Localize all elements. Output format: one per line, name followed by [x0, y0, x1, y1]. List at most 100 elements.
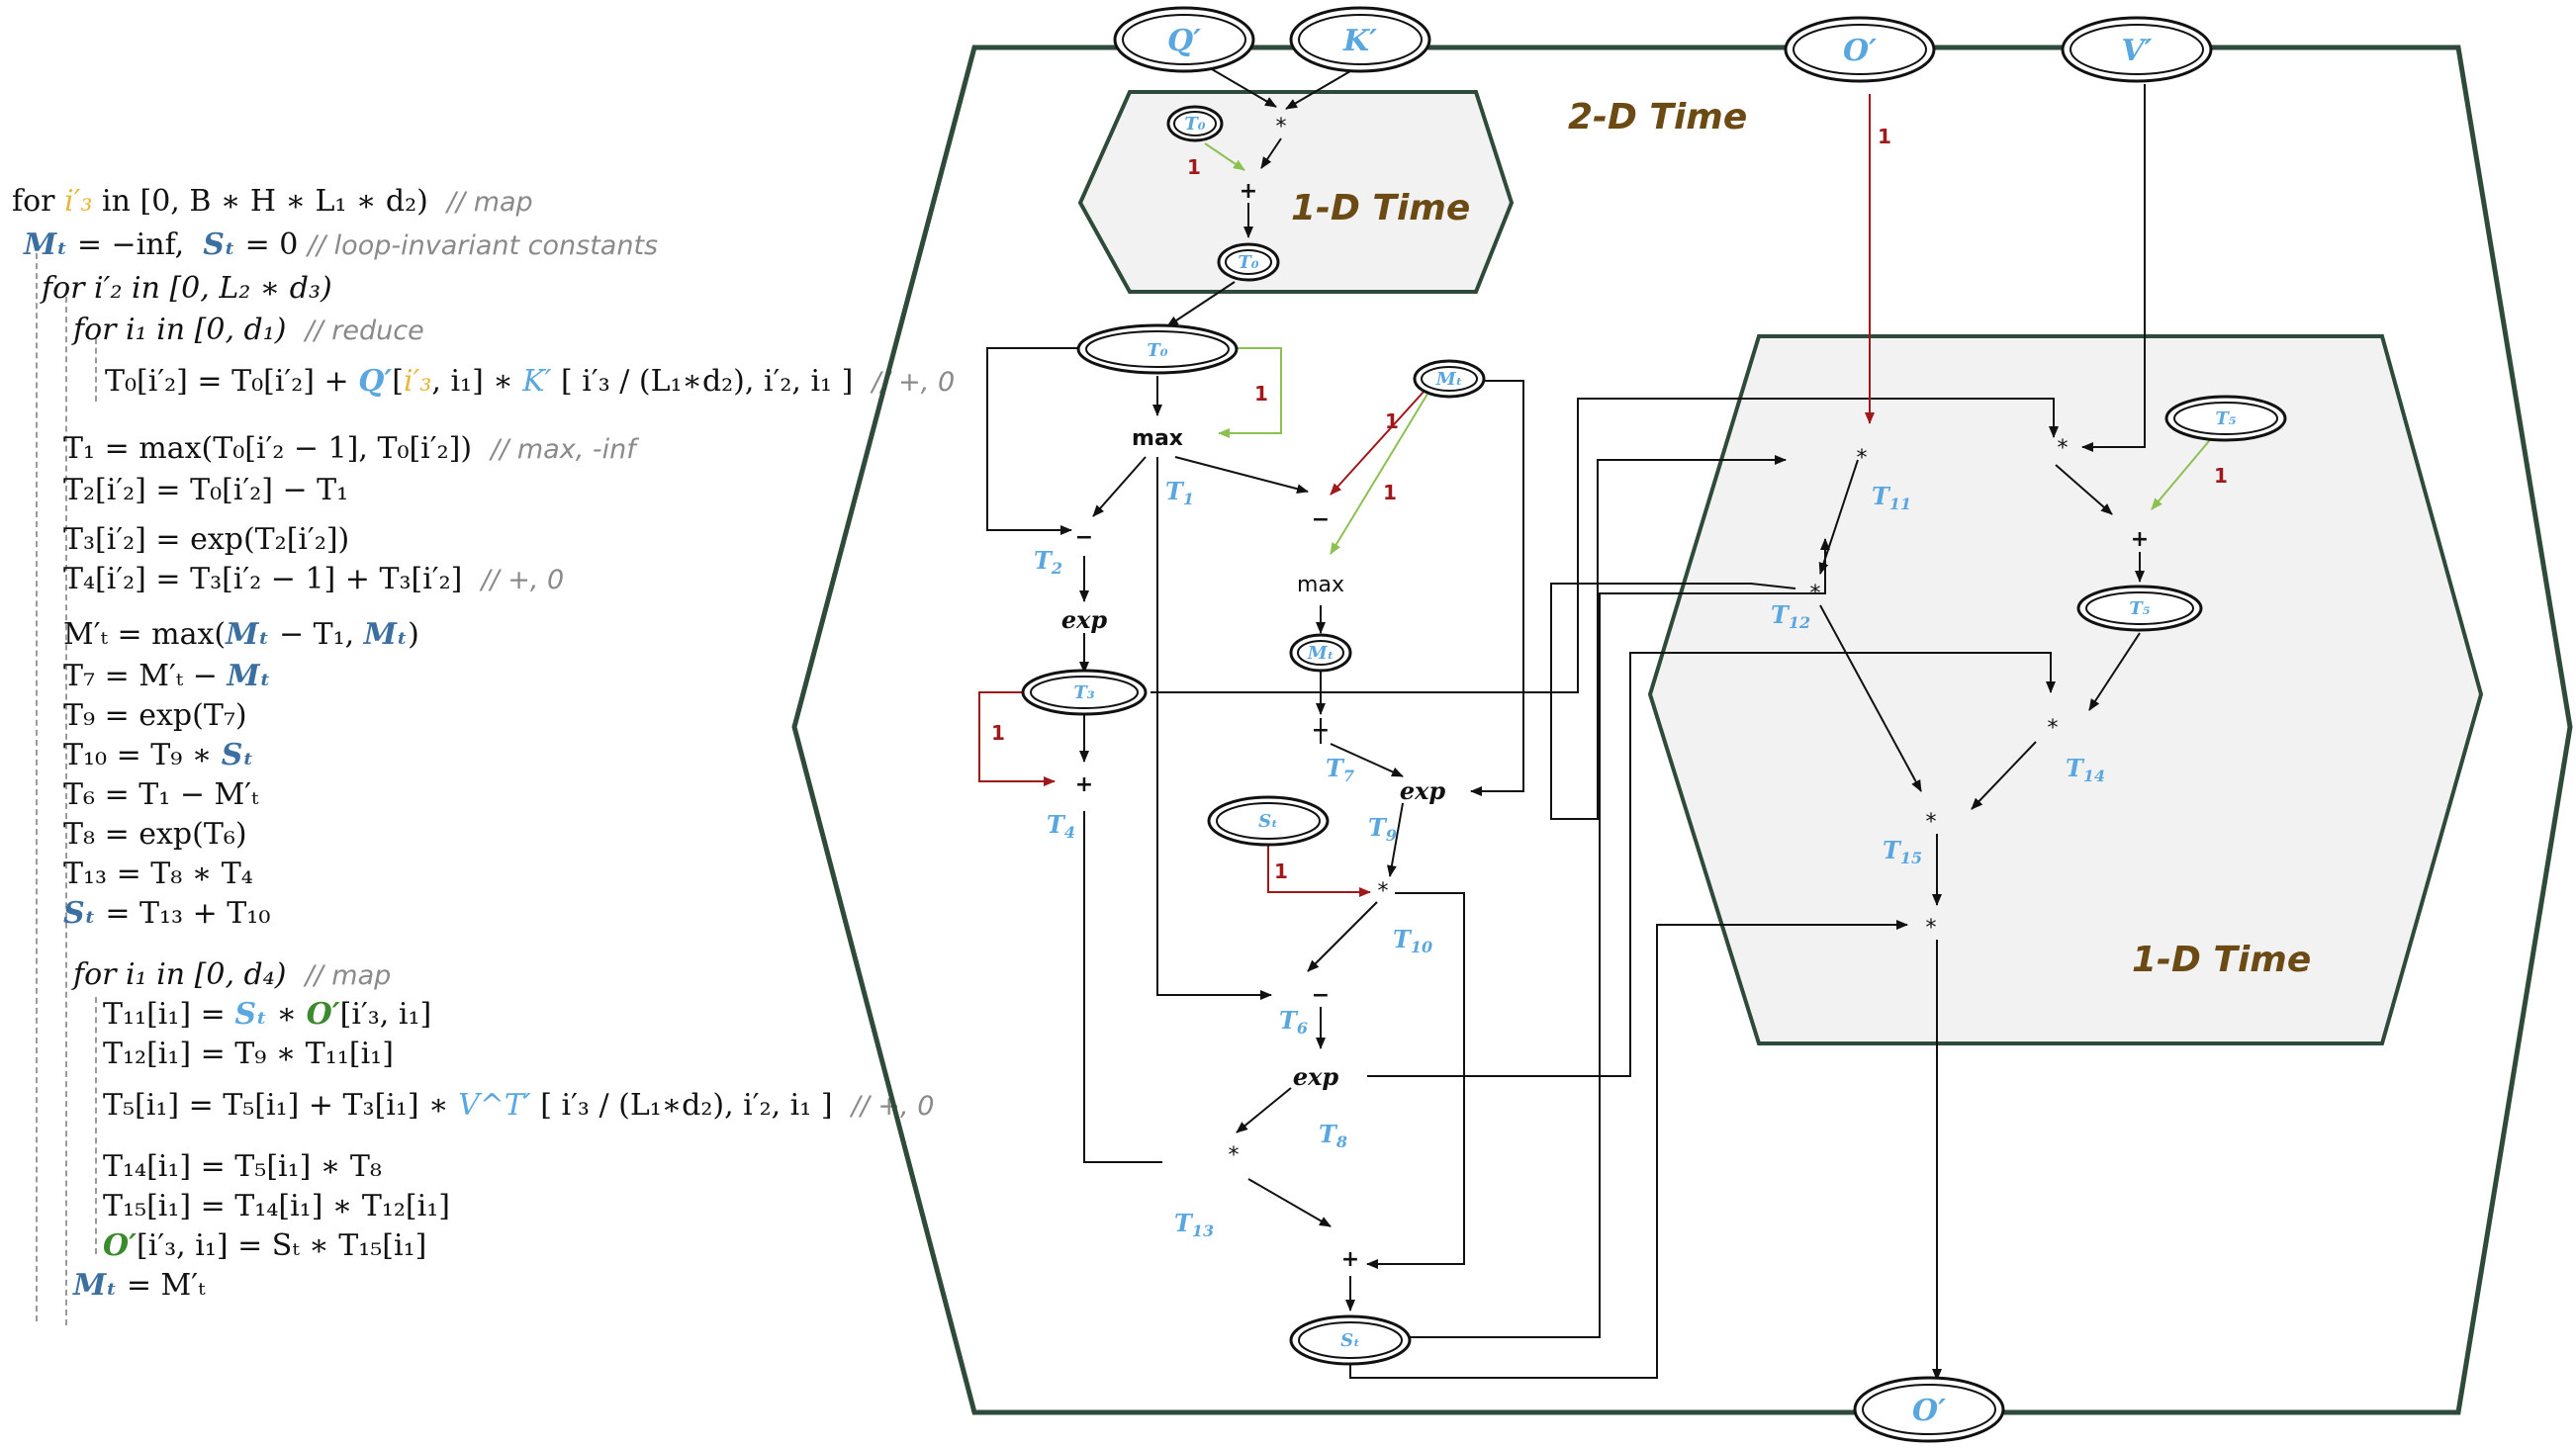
edge-label-1-f: 1: [991, 721, 1005, 745]
code-line-25: Mₜ = M′ₜ: [73, 1268, 206, 1303]
edge-label-1-h: 1: [2214, 464, 2228, 488]
state-t3: T₃: [1021, 669, 1148, 716]
input-k: K′: [1289, 6, 1431, 73]
edge-label-1-c: 1: [1254, 382, 1268, 406]
edges-colored: [978, 94, 2215, 897]
state-t5-top: T₅: [2164, 395, 2287, 442]
op-max-t1: max: [1132, 426, 1183, 451]
code-line-15: T₈ = exp(T₆): [63, 817, 247, 852]
code-line-8: T₃[i′₂] = exp(T₂[i′₂]): [63, 522, 350, 557]
edges-black: [986, 68, 2146, 1381]
label-t1: T1: [1165, 477, 1194, 508]
state-st-2: Sₜ: [1289, 1314, 1412, 1366]
edge-label-1-d: 1: [1385, 409, 1399, 433]
region-label-2d-time: 2-D Time: [1568, 97, 1747, 137]
label-t9: T9: [1368, 813, 1397, 845]
loop-guide-i1-reduce: [95, 338, 97, 402]
label-t12: T12: [1771, 600, 1810, 632]
edge-label-1-b: 1: [1878, 125, 1891, 148]
label-t8: T8: [1319, 1120, 1347, 1151]
code-line-13: T₁₀ = T₉ ∗ Sₜ: [63, 738, 254, 772]
label-t4: T4: [1047, 810, 1075, 842]
label-t13: T13: [1174, 1209, 1214, 1240]
svg-text:Q′: Q′: [1167, 24, 1201, 58]
input-v: V′: [2061, 16, 2213, 83]
edge-label-1-a: 1: [1187, 155, 1201, 179]
region-label-1d-time-top: 1-D Time: [1291, 188, 1470, 228]
code-line-3: for i′₂ in [0, L₂ ∗ d₃): [42, 271, 332, 306]
op-max-mt: max: [1297, 573, 1344, 597]
inner-region-top-1d-time: [1077, 90, 1515, 294]
code-line-12: T₉ = exp(T₇): [63, 698, 247, 733]
op-minus-t2: −: [1075, 525, 1093, 550]
state-st: Sₜ: [1207, 795, 1330, 847]
label-t2: T2: [1034, 546, 1062, 578]
op-minus-t7: −: [1312, 718, 1330, 743]
state-t0-top: T₀: [1166, 105, 1224, 142]
code-line-10: M′ₜ = max(Mₜ − T₁, Mₜ): [63, 617, 419, 652]
label-t7: T7: [1326, 754, 1354, 785]
code-line-14: T₆ = T₁ − M′ₜ: [63, 777, 259, 812]
label-t10: T10: [1393, 925, 1432, 956]
input-o: O′: [1784, 16, 1936, 83]
svg-text:O′: O′: [1843, 34, 1877, 68]
svg-text:T₀: T₀: [1147, 340, 1167, 361]
svg-text:T₅: T₅: [2129, 598, 2150, 619]
code-line-1: for i′₃ in [0, B ∗ H ∗ L₁ ∗ d₂) // map: [12, 184, 533, 219]
op-mul-t14: *: [2048, 716, 2059, 741]
code-line-11: T₇ = M′ₜ − Mₜ: [63, 659, 271, 693]
state-mt-2: Mₜ: [1289, 633, 1352, 673]
svg-text:Sₜ: Sₜ: [1258, 811, 1278, 832]
svg-text:K′: K′: [1342, 24, 1377, 58]
region-label-1d-time-right: 1-D Time: [2132, 940, 2311, 980]
loop-guide-outer: [36, 243, 38, 1321]
op-mul-t13: *: [1229, 1143, 1240, 1168]
op-minus-mt: −: [1312, 507, 1330, 532]
svg-text:T₃: T₃: [1073, 682, 1094, 703]
label-t14: T14: [2066, 754, 2105, 785]
svg-text:T₅: T₅: [2215, 408, 2236, 429]
edge-label-1-g: 1: [1274, 860, 1288, 883]
op-plus-t4: +: [1075, 772, 1093, 797]
code-line-18: for i₁ in [0, d₄) // map: [73, 957, 392, 992]
code-line-23: T₁₅[i₁] = T₁₄[i₁] ∗ T₁₂[i₁]: [103, 1189, 450, 1223]
op-mul-t15: *: [1926, 810, 1937, 835]
op-exp-t9: exp: [1400, 776, 1446, 805]
op-mul-qk: *: [1276, 115, 1287, 139]
code-line-5: T₀[i′₂] = T₀[i′₂] + Q′[i′₃, i₁] ∗ K′ [ i…: [105, 364, 956, 399]
output-o: O′: [1853, 1376, 2005, 1443]
op-plus-t5: +: [2131, 527, 2149, 552]
state-t5-bottom: T₅: [2076, 585, 2203, 632]
code-line-4: for i₁ in [0, d₁) // reduce: [73, 313, 424, 347]
edge-label-1-e: 1: [1383, 481, 1397, 504]
outer-hexagon-2d-time: [791, 45, 2573, 1415]
svg-text:T₀: T₀: [1238, 252, 1258, 273]
code-line-2: Mₜ = −inf, Sₜ = 0 // loop-invariant cons…: [24, 227, 659, 262]
svg-text:Mₜ: Mₜ: [1307, 643, 1334, 664]
op-mul-t12: *: [1810, 582, 1821, 606]
label-t15: T15: [1883, 836, 1922, 867]
code-line-24: O′[i′₃, i₁] = Sₜ ∗ T₁₅[i₁]: [103, 1228, 427, 1263]
loop-guide-i2: [65, 297, 67, 1325]
op-exp-t3: exp: [1061, 605, 1108, 634]
state-mt: Mₜ: [1413, 359, 1486, 399]
op-plus-t0: +: [1240, 179, 1257, 204]
code-line-7: T₂[i′₂] = T₀[i′₂] − T₁: [63, 473, 349, 507]
op-mul-out: *: [1926, 916, 1937, 941]
label-t6: T6: [1279, 1006, 1308, 1038]
code-line-16: T₁₃ = T₈ ∗ T₄: [63, 857, 253, 891]
code-line-19: T₁₁[i₁] = Sₜ ∗ O′[i′₃, i₁]: [103, 997, 432, 1032]
code-line-20: T₁₂[i₁] = T₉ ∗ T₁₁[i₁]: [103, 1037, 394, 1071]
op-exp-t8: exp: [1293, 1062, 1339, 1091]
svg-text:T₀: T₀: [1184, 114, 1205, 135]
code-line-6: T₁ = max(T₀[i′₂ − 1], T₀[i′₂]) // max, -…: [63, 431, 636, 466]
code-line-22: T₁₄[i₁] = T₅[i₁] ∗ T₈: [103, 1149, 382, 1184]
state-t0-bottom: T₀: [1217, 242, 1280, 282]
op-mul-v: *: [2058, 436, 2069, 461]
code-line-21: T₅[i₁] = T₅[i₁] + T₃[i₁] ∗ V^T′ [ i′₃ / …: [103, 1088, 935, 1123]
svg-text:O′: O′: [1912, 1394, 1946, 1428]
state-t0: T₀: [1076, 323, 1239, 375]
inner-region-right-1d-time: [1647, 334, 2484, 1045]
svg-text:Sₜ: Sₜ: [1340, 1330, 1360, 1351]
